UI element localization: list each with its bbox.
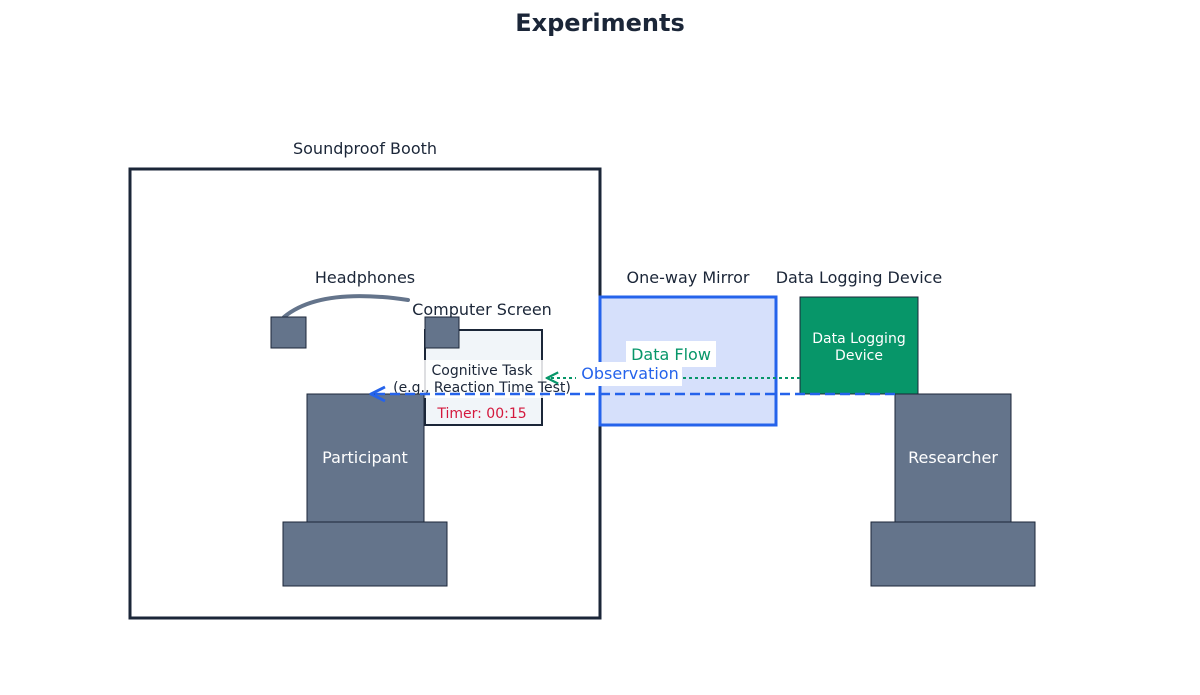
timer-text: Timer: 00:15 bbox=[436, 406, 526, 422]
headphones-left-cup bbox=[270, 316, 307, 349]
researcher-label: Researcher bbox=[908, 448, 998, 467]
headphones-band bbox=[282, 294, 410, 319]
headphones-right-cup bbox=[424, 316, 460, 349]
participant-body bbox=[306, 393, 425, 523]
mirror-label: One-way Mirror bbox=[627, 268, 750, 287]
researcher-body bbox=[894, 393, 1012, 523]
data-logging-device bbox=[799, 296, 919, 395]
device-label: Data Logging Device bbox=[776, 268, 943, 287]
device-inner-line-2: Device bbox=[835, 348, 883, 364]
data-flow-label: Data Flow bbox=[631, 345, 711, 364]
task-line-2: (e.g., Reaction Time Test) bbox=[393, 380, 571, 396]
headphones-label: Headphones bbox=[315, 268, 415, 287]
researcher-chair bbox=[870, 521, 1036, 587]
participant-label: Participant bbox=[322, 448, 408, 467]
device-inner-line-1: Data Logging bbox=[812, 331, 905, 347]
observation-label-background bbox=[576, 362, 682, 386]
booth-label: Soundproof Booth bbox=[293, 139, 437, 158]
task-text-background bbox=[394, 360, 572, 398]
diagram-title: Experiments bbox=[515, 9, 685, 37]
participant-chair bbox=[282, 521, 448, 587]
screen-label: Computer Screen bbox=[412, 300, 552, 319]
observation-label: Observation bbox=[581, 364, 678, 383]
task-line-1: Cognitive Task bbox=[432, 363, 534, 379]
